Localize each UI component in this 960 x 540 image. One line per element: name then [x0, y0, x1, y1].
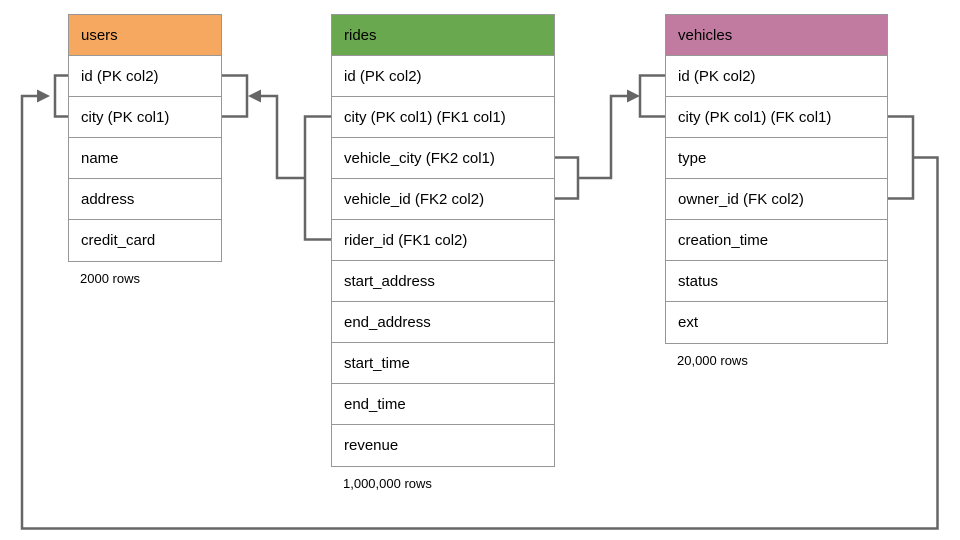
table-users-header: users — [69, 15, 221, 56]
users-row-count: 2000 rows — [80, 271, 140, 286]
rides-col-revenue: revenue — [332, 425, 554, 466]
table-users: users id (PK col2) city (PK col1) name a… — [68, 14, 222, 286]
table-rides: rides id (PK col2) city (PK col1) (FK1 c… — [331, 14, 555, 491]
vehicles-col-id: id (PK col2) — [666, 56, 887, 97]
rides-col-vehicle-id: vehicle_id (FK2 col2) — [332, 179, 554, 220]
vehicles-col-type: type — [666, 138, 887, 179]
table-vehicles-header: vehicles — [666, 15, 887, 56]
vehicles-col-ext: ext — [666, 302, 887, 343]
fk2-connector-line — [578, 94, 629, 180]
fk1-users-bracket — [222, 74, 249, 118]
rides-col-start-address: start_address — [332, 261, 554, 302]
vehicles-col-owner-id: owner_id (FK col2) — [666, 179, 887, 220]
rides-col-end-address: end_address — [332, 302, 554, 343]
fk1-arrowhead — [248, 89, 261, 103]
users-col-name: name — [69, 138, 221, 179]
table-rides-header: rides — [332, 15, 554, 56]
fk1-connector-line — [259, 94, 305, 180]
rides-col-vehicle-city: vehicle_city (FK2 col1) — [332, 138, 554, 179]
fk3-vehicles-bracket — [888, 115, 915, 200]
fk3-connector-line — [20, 94, 939, 530]
rides-col-end-time: end_time — [332, 384, 554, 425]
fk2-rides-bracket — [555, 156, 580, 200]
rides-row-count: 1,000,000 rows — [343, 476, 432, 491]
users-col-id: id (PK col2) — [69, 56, 221, 97]
rides-col-rider-id: rider_id (FK1 col2) — [332, 220, 554, 261]
rides-col-start-time: start_time — [332, 343, 554, 384]
users-col-city: city (PK col1) — [69, 97, 221, 138]
vehicles-col-status: status — [666, 261, 887, 302]
fk3-users-bracket — [53, 74, 68, 118]
table-vehicles: vehicles id (PK col2) city (PK col1) (FK… — [665, 14, 888, 368]
users-col-credit-card: credit_card — [69, 220, 221, 261]
rides-col-id: id (PK col2) — [332, 56, 554, 97]
fk2-arrowhead — [627, 89, 640, 103]
users-col-address: address — [69, 179, 221, 220]
fk2-vehicles-bracket — [638, 74, 665, 118]
vehicles-col-creation-time: creation_time — [666, 220, 887, 261]
rides-col-city: city (PK col1) (FK1 col1) — [332, 97, 554, 138]
table-users-box: users id (PK col2) city (PK col1) name a… — [68, 14, 222, 262]
fk1-rides-bracket — [303, 115, 331, 241]
table-rides-box: rides id (PK col2) city (PK col1) (FK1 c… — [331, 14, 555, 467]
vehicles-row-count: 20,000 rows — [677, 353, 748, 368]
vehicles-col-city: city (PK col1) (FK col1) — [666, 97, 887, 138]
fk3-arrowhead — [37, 89, 50, 103]
table-vehicles-box: vehicles id (PK col2) city (PK col1) (FK… — [665, 14, 888, 344]
